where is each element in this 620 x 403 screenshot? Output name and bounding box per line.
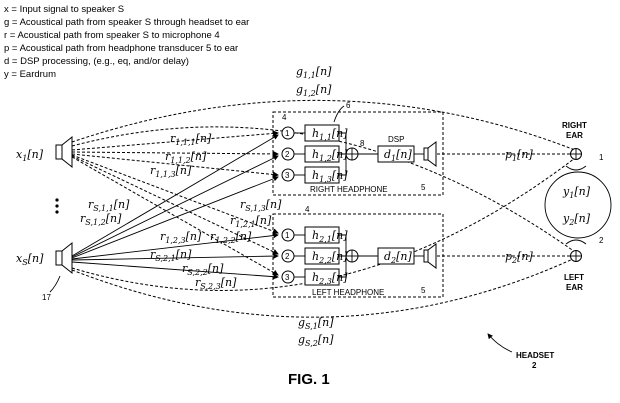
dsp-caption: DSP — [388, 135, 404, 144]
svg-text:3: 3 — [285, 171, 290, 180]
right-ear-label-2: EAR — [566, 131, 583, 140]
left-ear-summer-icon — [570, 250, 582, 262]
ref-6: 6 — [346, 101, 351, 110]
svg-text:2: 2 — [285, 252, 290, 261]
label-r122: r1,2,2[n] — [210, 230, 252, 245]
svg-text:3: 3 — [285, 273, 290, 282]
left-ear-label-1: LEFT — [564, 273, 584, 282]
label-r113: r1,1,3[n] — [150, 164, 192, 179]
label-r121: r1,2,1[n] — [230, 214, 272, 229]
ref-2: 2 — [599, 236, 604, 245]
left-ear-cup-icon — [565, 239, 587, 245]
svg-text:1: 1 — [285, 129, 290, 138]
ref-17-leader — [49, 275, 61, 293]
paths-r-from-x1 — [71, 130, 279, 276]
filter-h23-label: h2,3[n] — [312, 271, 348, 286]
filter-h11-label: h1,1[n] — [312, 127, 348, 142]
figure-title: FIG. 1 — [288, 371, 330, 388]
label-rS22: rS,2,2[n] — [182, 262, 224, 277]
svg-text:1: 1 — [285, 231, 290, 240]
label-gS1: gS,1[n] — [298, 316, 334, 331]
headset-ref: 2 — [532, 361, 537, 370]
path-gS2 — [71, 257, 576, 318]
label-rS12: rS,1,2[n] — [80, 212, 122, 227]
label-rS23: rS,2,3[n] — [195, 276, 237, 291]
filter-h12-label: h1,2[n] — [312, 148, 348, 163]
ref-17: 17 — [42, 293, 51, 302]
transducer-right-icon — [423, 147, 429, 161]
filter-h22-label: h2,2[n] — [312, 250, 348, 265]
right-headphone-label: RIGHT HEADPHONE — [310, 185, 388, 194]
speaker-s-icon — [55, 241, 73, 275]
label-r112: r1,1,2[n] — [165, 150, 207, 165]
speaker-1-icon — [55, 135, 73, 169]
eardrum-y2-label: y2[n] — [562, 212, 591, 227]
legend-line-r: r = Acoustical path from speaker S to mi… — [4, 30, 220, 41]
left-headphone-label: LEFT HEADPHONE — [312, 288, 384, 297]
right-ear-cup-icon — [565, 165, 587, 171]
eardrum-y1-label: y1[n] — [562, 185, 591, 200]
label-g11: g1,1[n] — [296, 65, 332, 80]
paths-r-from-xs — [71, 134, 279, 280]
label-gS2: gS,2[n] — [298, 333, 334, 348]
label-p1: p1[n] — [505, 148, 534, 163]
ref-5-left: 5 — [421, 286, 426, 295]
path-labels: g1,1[n] g1,2[n] gS,1[n] gS,2[n] r1,1,1[n… — [80, 65, 534, 348]
input-x1-label: x1[n] — [16, 148, 44, 163]
label-rS11: rS,1,1[n] — [88, 198, 130, 213]
label-r123: r1,2,3[n] — [160, 230, 202, 245]
right-ear-label-1: RIGHT — [562, 121, 587, 130]
right-headphone-chain: 1 2 3 — [281, 124, 437, 184]
left-headphone-chain: 1 2 3 — [281, 226, 437, 286]
legend-line-y: y = Eardrum — [4, 69, 56, 80]
transducer-left-icon — [423, 249, 429, 263]
dsp-d2-label: d2[n] — [384, 250, 413, 265]
path-g11 — [71, 99, 576, 151]
svg-text:2: 2 — [285, 150, 290, 159]
headset-label: HEADSET — [516, 351, 554, 360]
label-p2: p2[n] — [505, 250, 534, 265]
headset-pointer — [487, 333, 513, 353]
label-rS21: rS,2,1[n] — [150, 248, 192, 263]
ref-6-leader — [333, 105, 345, 123]
ref-4-left: 4 — [305, 205, 310, 214]
filter-h13-label: h1,3[n] — [312, 169, 348, 184]
dsp-d1-label: d1[n] — [384, 148, 413, 163]
filter-h21-label: h2,1[n] — [312, 229, 348, 244]
ellipsis-dots — [55, 198, 59, 214]
input-xs-label: xS[n] — [16, 252, 44, 267]
left-ear-label-2: EAR — [566, 283, 583, 292]
ref-8: 8 — [360, 139, 365, 148]
label-g12: g1,2[n] — [296, 83, 332, 98]
ref-4-right: 4 — [282, 113, 287, 122]
label-r111: r1,1,1[n] — [170, 132, 212, 147]
legend-line-d: d = DSP processing, (e.g., eq, and/or de… — [4, 56, 189, 67]
legend-line-g: g = Acoustical path from speaker S throu… — [4, 17, 249, 28]
ref-1: 1 — [599, 153, 604, 162]
legend-line-x: x = Input signal to speaker S — [4, 4, 124, 15]
head-circle-icon — [544, 171, 612, 239]
label-rS13: rS,1,3[n] — [240, 198, 282, 213]
legend: x = Input signal to speaker S g = Acoust… — [4, 4, 249, 80]
ref-5-right: 5 — [421, 183, 426, 192]
legend-line-p: p = Acoustical path from headphone trans… — [4, 43, 238, 54]
right-ear-summer-icon — [570, 148, 582, 160]
